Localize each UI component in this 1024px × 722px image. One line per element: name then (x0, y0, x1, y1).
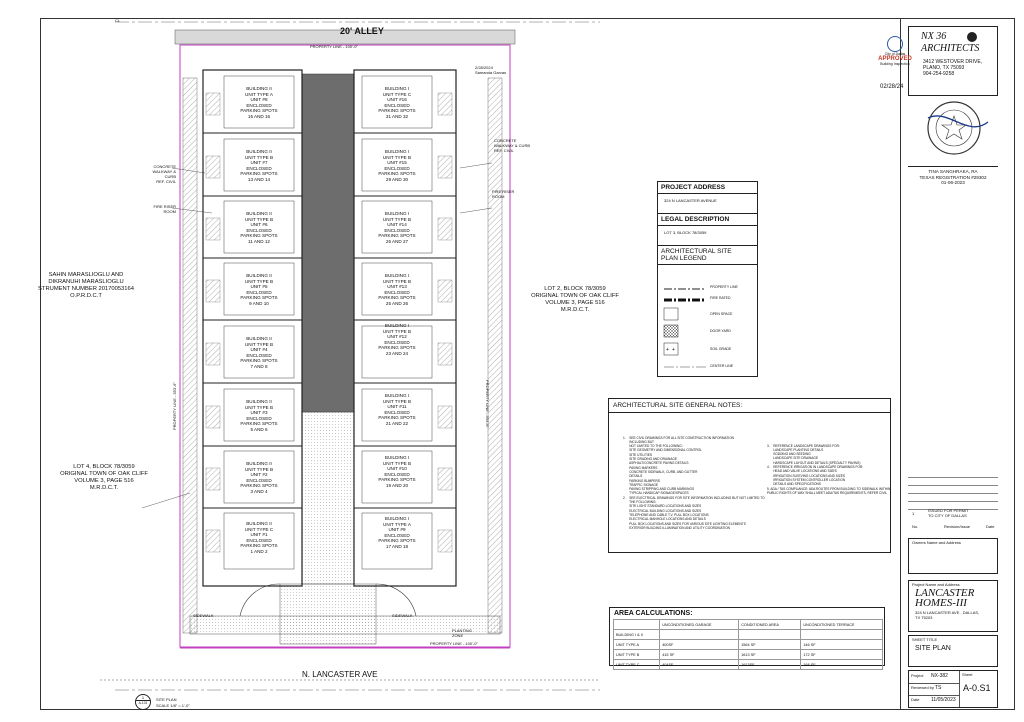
sheet-title-value: SITE PLAN (915, 645, 951, 652)
sidewalk-label-right: SIDEWALK (392, 613, 413, 618)
site-plan-drawing (100, 21, 600, 691)
table-row: BUILDING I & II (612, 629, 883, 640)
architect-name-line2: ARCHITECTS (921, 43, 980, 54)
architect-panel: NX 36 ARCHITECTS 3412 WESTOVER DRIVE,PLA… (908, 26, 998, 96)
street-label: N. LANCASTER AVE (302, 670, 378, 679)
property-line-bottom: PROPERTY LINE - 100'-0" (430, 641, 478, 646)
property-line-right: PROPERTY LINE - 353'-6" (485, 380, 490, 428)
sheet-number-cell: Sheet A-0.S1 (959, 671, 1000, 707)
drawing-tag-scale: SCALE 1/8" = 1'-0" (156, 703, 190, 708)
general-notes-left: 1. SEE CIVIL DRAWINGS FOR ALL SITE CONST… (623, 435, 765, 530)
architect-name-line1: NX 36 (921, 31, 947, 42)
project-info-panel: PROJECT ADDRESS 324 N LANCASTER AVENUE L… (657, 181, 758, 377)
project-meta-panel: Project NX-382 Reviewed by TS Date 11/05… (908, 670, 998, 708)
center-line-label: CL (115, 18, 121, 23)
project-label: Project Name and Address (912, 582, 960, 587)
svg-text:+: + (672, 347, 675, 353)
architect-seal-stamp (927, 101, 989, 155)
svg-text:+: + (666, 347, 669, 353)
revision-header-date: Date (986, 524, 995, 529)
city-seal-icon (887, 36, 903, 52)
drawing-tag-circle: 1 A-101 (135, 694, 151, 710)
legend-door-yard: DOOR YARD (710, 329, 731, 333)
revision-header-issue: Revision/Issue (944, 524, 971, 529)
legend-center-line: CENTER LINE (710, 364, 734, 368)
sheet-title-panel: SHEET TITLE SITE PLAN (908, 635, 998, 667)
legend-open-space: OPEN SPACE (710, 312, 733, 316)
project-name-line1: LANCASTER (915, 587, 975, 599)
general-notes-right: 3. REFERENCE LANDSCAPE DRAWINGS FOR: LAN… (767, 443, 891, 495)
owner-panel: Owners Name and Address (908, 538, 998, 574)
owner-label: Owners Name and Address (912, 540, 961, 545)
legend-fire-rated: FIRE RATED (710, 296, 731, 300)
sheet-title-label: SHEET TITLE (912, 637, 938, 642)
general-notes-panel: ARCHITECTURAL SITE GENERAL NOTES: 1. SEE… (608, 398, 891, 553)
revision-number: 1 (912, 511, 915, 516)
date-row: Date 11/05/2023 (911, 697, 956, 703)
project-no-row: Project NX-382 (909, 671, 959, 684)
area-calc-title: AREA CALCULATIONS: (614, 610, 693, 617)
legal-description-value: LOT 3, BLOCK 78/3059 (664, 230, 707, 235)
project-panel: Project Name and Address LANCASTER HOMES… (908, 580, 998, 632)
project-name-line2: HOMES-III (915, 597, 967, 609)
property-line-top: PROPERTY LINE - 100'-0" (310, 44, 358, 49)
legend-soil-grade: SOIL GRADE (710, 347, 732, 351)
general-notes-title: ARCHITECTURAL SITE GENERAL NOTES: (609, 399, 890, 413)
project-address-block: 324 N LANCASTER AVE , DALLAS,TX 75203 (915, 610, 980, 620)
project-address-title: PROJECT ADDRESS (658, 182, 757, 194)
legal-description-title: LEGAL DESCRIPTION (658, 213, 757, 226)
legend-symbols: ++ (663, 288, 706, 368)
legend-property-line: PROPERTY LINE (710, 285, 738, 289)
architect-logo-icon (967, 32, 977, 42)
drawing-tag-title: SITE PLAN (156, 697, 177, 702)
approval-date: 02/28/24 (880, 84, 904, 90)
reviewed-by-row: Reviewed by TS (909, 683, 959, 696)
sheet-border (40, 18, 1015, 710)
alley-label: 20' ALLEY (340, 26, 384, 36)
property-line-left: PROPERTY LINE - 353'-6" (172, 382, 177, 430)
project-address-value: 324 N LANCASTER AVENUE (664, 198, 717, 203)
revision-grid (908, 470, 998, 522)
sidewalk-label-left: SIDEWALK (193, 613, 214, 618)
title-block-column (900, 18, 1015, 710)
revision-header-no: No. (912, 524, 919, 529)
city-approval-stamp: City of Dallas APPROVED Building Inspect… (875, 36, 915, 82)
